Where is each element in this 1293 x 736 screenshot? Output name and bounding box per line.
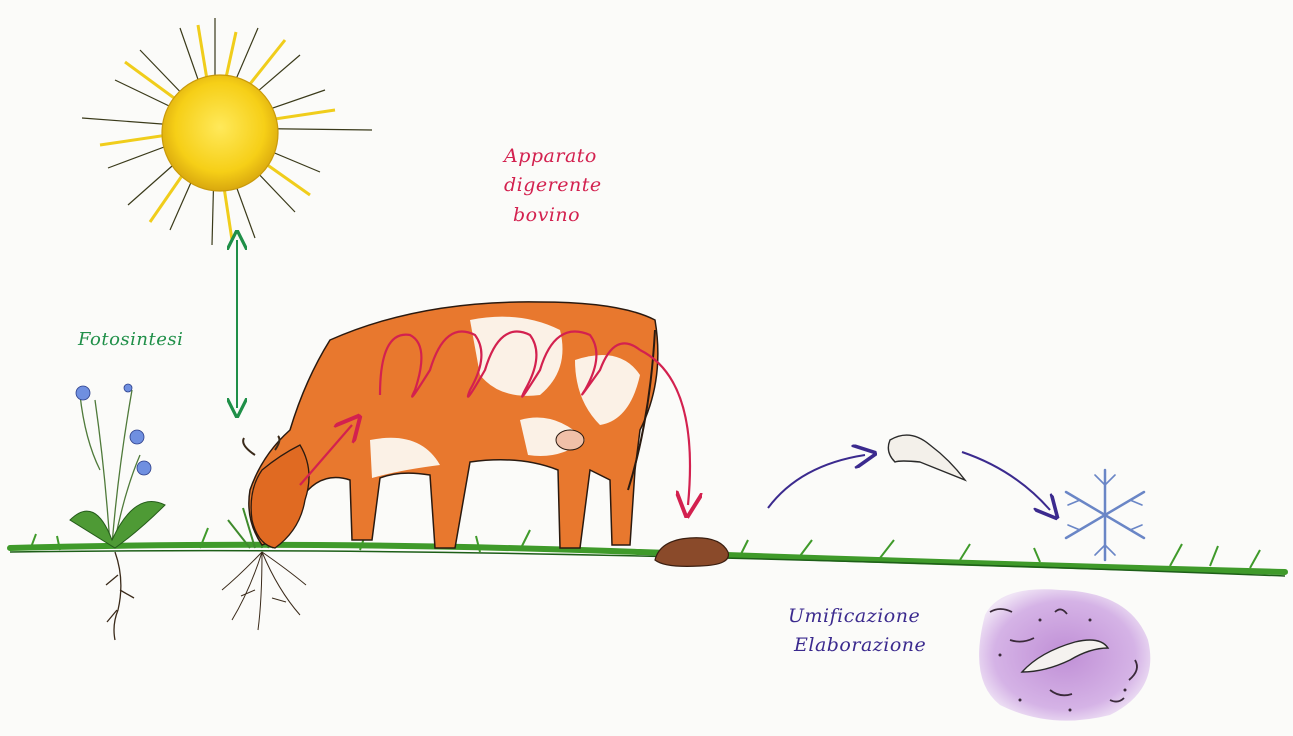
sun-icon — [82, 18, 372, 245]
digestive-label-line-2: digerente — [504, 171, 602, 200]
grass-strip — [10, 528, 1285, 576]
photosynthesis-label: Fotosintesi — [78, 326, 183, 354]
chicory-plant-icon — [70, 384, 165, 640]
digestive-system-label: Apparato digerente bovino — [504, 142, 602, 230]
horn-icon — [888, 435, 965, 480]
snowflake-icon — [1066, 470, 1144, 560]
dung-icon — [655, 538, 728, 567]
decomposition-arrow-1 — [768, 455, 865, 508]
soil-bubble-icon — [979, 589, 1150, 720]
cow-icon — [243, 302, 658, 548]
humification-label-line-1: Umificazione — [788, 602, 926, 631]
humification-label: Umificazione Elaborazione — [788, 602, 926, 661]
digestive-label-line-3: bovino — [504, 201, 602, 230]
digestive-label-line-1: Apparato — [504, 142, 602, 171]
humification-label-line-2: Elaborazione — [788, 631, 926, 660]
decomposition-arrow-2 — [962, 452, 1050, 510]
